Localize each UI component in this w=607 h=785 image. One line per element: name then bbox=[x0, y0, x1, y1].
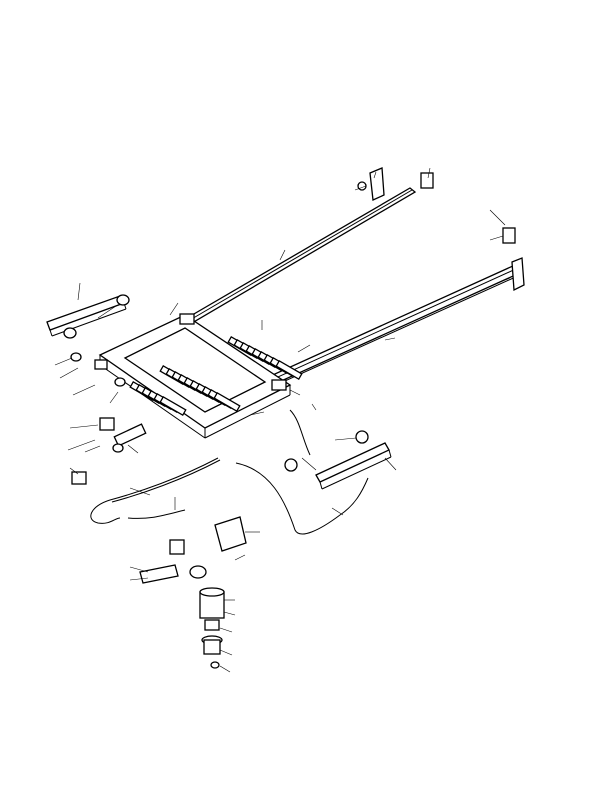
leader-line bbox=[234, 554, 246, 561]
leader-line bbox=[59, 367, 79, 379]
leader-line bbox=[384, 457, 397, 471]
leader-line bbox=[311, 403, 317, 411]
left-crossbar bbox=[46, 294, 130, 339]
leader-line bbox=[129, 487, 151, 496]
leader-line bbox=[223, 611, 236, 616]
leader-line bbox=[84, 445, 101, 453]
leader-line bbox=[496, 277, 511, 284]
leader-line bbox=[489, 209, 506, 226]
leader-line bbox=[69, 424, 99, 429]
leader-lines bbox=[54, 167, 511, 673]
right-end-brackets bbox=[357, 167, 525, 292]
leader-line bbox=[289, 389, 301, 396]
leader-line bbox=[301, 457, 317, 471]
leader-line bbox=[129, 566, 149, 573]
leader-line bbox=[69, 467, 79, 475]
leader-line bbox=[67, 439, 96, 451]
leader-line bbox=[54, 357, 73, 366]
roller bbox=[213, 392, 241, 412]
leader-line bbox=[334, 437, 357, 441]
leader-line bbox=[427, 167, 431, 179]
leader-line bbox=[169, 302, 179, 316]
leader-line bbox=[354, 185, 367, 191]
leader-line bbox=[77, 282, 81, 301]
leader-line bbox=[72, 384, 96, 396]
leader-line bbox=[279, 249, 286, 261]
hoses bbox=[90, 409, 369, 535]
leader-line bbox=[384, 337, 396, 341]
roller bbox=[159, 396, 187, 416]
leader-line bbox=[297, 344, 311, 353]
leader-line bbox=[373, 171, 377, 179]
leader-line bbox=[129, 577, 149, 581]
leader-line bbox=[109, 391, 119, 404]
leader-line bbox=[219, 627, 233, 633]
leader-line bbox=[331, 507, 344, 516]
valve-and-motor-assembly bbox=[139, 516, 247, 669]
leader-line bbox=[219, 665, 231, 673]
leader-line bbox=[127, 444, 139, 454]
leader-line bbox=[219, 649, 233, 656]
roller bbox=[275, 360, 303, 380]
roller-bank bbox=[129, 336, 303, 416]
carriage-frame bbox=[98, 313, 292, 439]
right-crossbar bbox=[284, 430, 392, 490]
leader-line bbox=[97, 305, 117, 319]
leader-line bbox=[249, 411, 265, 416]
leader-line bbox=[489, 235, 504, 241]
upper-rail bbox=[173, 187, 417, 331]
left-side-fittings bbox=[70, 352, 147, 485]
